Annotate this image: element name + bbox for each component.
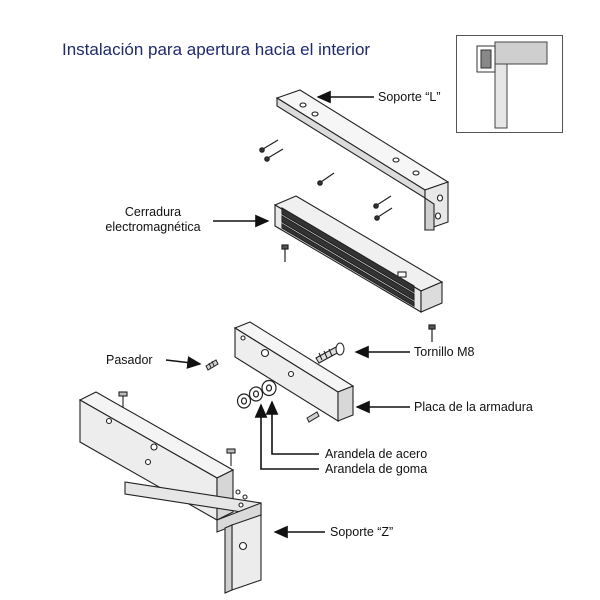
label-arandela-goma: Arandela de goma bbox=[325, 462, 428, 476]
label-cerradura: Cerradura electromagnética bbox=[96, 205, 210, 235]
z-bracket-screws bbox=[118, 391, 236, 466]
inset-drawing bbox=[476, 41, 548, 129]
z-bracket bbox=[78, 391, 262, 594]
washers bbox=[236, 379, 277, 409]
label-soporte-z: Soporte “Z” bbox=[330, 525, 394, 539]
label-placa-armadura: Placa de la armadura bbox=[414, 400, 533, 414]
inset-magnet bbox=[480, 49, 492, 69]
armature-plate bbox=[233, 321, 355, 422]
electromagnetic-lock bbox=[273, 195, 444, 313]
l-bracket bbox=[275, 89, 450, 231]
label-arandela-acero: Arandela de acero bbox=[325, 447, 428, 461]
label-cerradura-line1: Cerradura bbox=[124, 205, 182, 219]
plate-screw bbox=[306, 411, 320, 423]
leader-arrows bbox=[165, 90, 410, 539]
label-pasador: Pasador bbox=[106, 353, 153, 367]
l-bracket-screws bbox=[259, 139, 393, 221]
label-tornillo-m8: Tornillo M8 bbox=[414, 345, 475, 359]
label-soporte-l: Soporte “L” bbox=[378, 90, 441, 104]
m8-screw bbox=[315, 342, 345, 364]
page-title: Instalación para apertura hacia el inter… bbox=[62, 40, 371, 59]
inset-detail-view bbox=[456, 35, 563, 133]
lock-screws bbox=[281, 244, 436, 342]
pin bbox=[205, 359, 219, 371]
label-cerradura-line2: electromagnética bbox=[105, 220, 201, 234]
